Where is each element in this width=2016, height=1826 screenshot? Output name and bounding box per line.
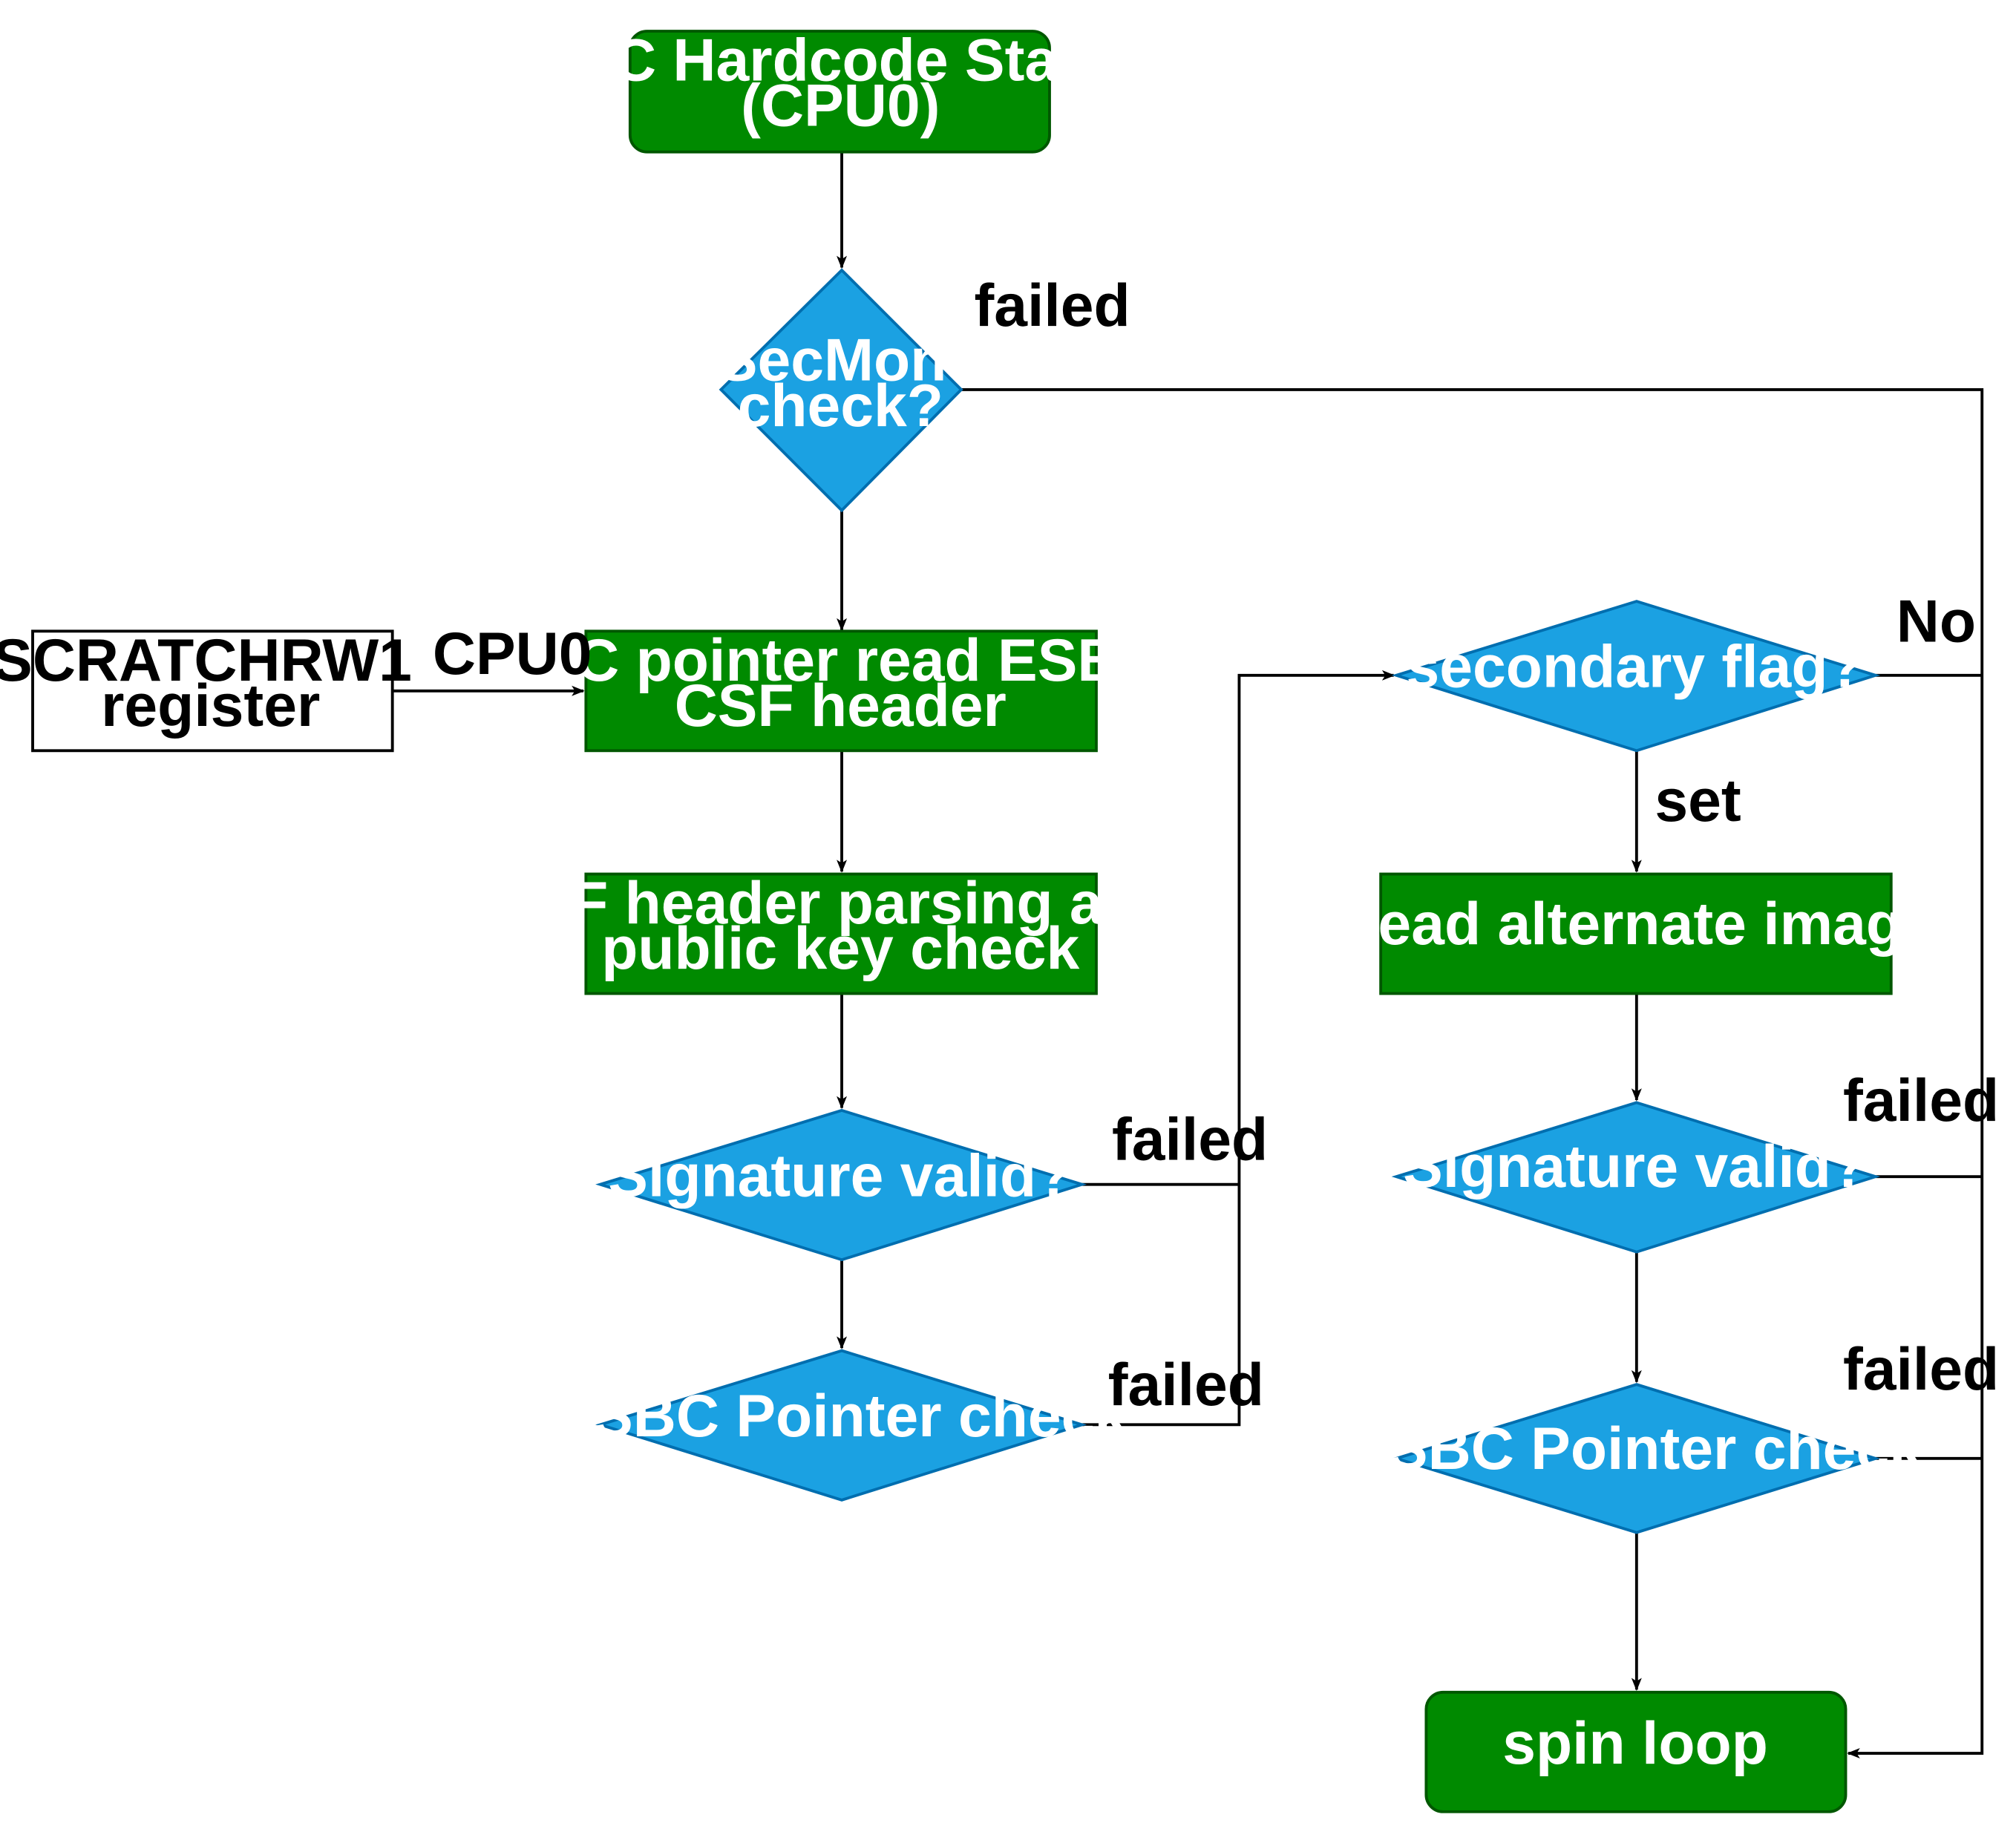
label-secondary-set: set [1655,768,1741,834]
spin-loop-label: spin loop [1502,1710,1768,1777]
read-alternate-box [1379,872,1893,995]
scratchrw1-line2: register [101,673,320,739]
edge-labels: failed CPU0 failed failed No set failed … [433,272,1999,1418]
secondary-flag-label: secondary flag? [1407,634,1865,701]
scratchrw1-box [31,629,394,753]
node-signature-valid-2: Signature valid? [1391,1101,1881,1254]
esbc-pointer-check-2-diamond [1391,1383,1881,1534]
label-sig1-failed: failed [1112,1106,1268,1173]
esbc-pointer-read-line2: CSF header [675,673,1007,739]
soc-hardcode-line1: SoC Hardcode Stage [537,27,1128,94]
esbc-pointer-check-1-label: ESBC Pointer check [553,1383,1128,1450]
node-read-alternate: Read alternate image [1335,872,1936,995]
label-cpu0: CPU0 [433,621,592,687]
scratchrw1-line1: SCRATCHRW1 [0,627,412,694]
secondary-flag-diamond [1391,600,1881,753]
svg-text:SCRATCHRW1 register: SCRATCHRW1 register [0,627,428,739]
csf-parsing-line2: public key check [601,915,1079,982]
soc-hardcode-box [628,30,1051,154]
svg-text:ESBC pointer read ESBC's: ESBC pointer read ESBC's CSF header [454,627,1228,739]
edge-ptr1-failed-to-secondary [1081,670,1395,1427]
node-csf-parsing: CSF header parsing and public key check [488,870,1192,995]
esbc-pointer-read-box [584,629,1098,753]
node-secmon-check: SecMon check? [718,268,963,513]
node-secondary-flag: secondary flag? [1391,600,1881,753]
node-soc-hardcode: SoC Hardcode Stage (CPU0) [537,27,1144,154]
esbc-pointer-check-2-label: ESBC Pointer check [1348,1416,1922,1482]
label-ptr2-failed: failed [1843,1336,1999,1403]
node-esbc-pointer-read: ESBC pointer read ESBC's CSF header [454,627,1228,753]
label-ptr1-failed: failed [1108,1352,1264,1418]
secmon-line2: check? [738,373,943,439]
read-alternate-label: Read alternate image [1335,891,1935,958]
label-sig2-failed: failed [1843,1067,1999,1134]
node-esbc-pointer-check-2: ESBC Pointer check [1348,1383,1922,1534]
svg-text:SoC Hardcode Stage (CPU0: SoC Hardcode Stage (CPU0) [537,27,1144,139]
esbc-pointer-read-line1: ESBC pointer read ESBC's [454,627,1211,694]
node-signature-valid-1: Signature valid? [595,1108,1087,1262]
label-secondary-no: No [1896,588,1976,655]
node-scratchrw1: SCRATCHRW1 register [0,627,428,753]
csf-parsing-box [584,872,1098,995]
secmon-line1: SecMon [718,327,947,394]
secmon-diamond [719,268,963,513]
csf-parsing-line1: CSF header parsing and [488,870,1176,937]
signature-valid-2-label: Signature valid? [1403,1133,1868,1200]
svg-text:SecMon check?: SecMon check? [718,327,963,439]
spin-loop-box [1424,1690,1848,1813]
signature-valid-2-diamond [1391,1101,1881,1254]
label-secmon-failed: failed [975,272,1130,339]
node-esbc-pointer-check-1: ESBC Pointer check [553,1349,1128,1502]
signature-valid-1-label: Signature valid? [608,1142,1073,1209]
signature-valid-1-diamond [595,1108,1087,1262]
esbc-pointer-check-1-diamond [595,1349,1087,1502]
edge-secmon-failed-to-spin [961,387,1984,1759]
svg-text:CSF header parsing and p: CSF header parsing and public key check [488,870,1192,982]
edges [392,151,1984,1759]
node-spin-loop: spin loop [1424,1690,1848,1813]
soc-hardcode-line2: (CPU0) [741,73,940,140]
